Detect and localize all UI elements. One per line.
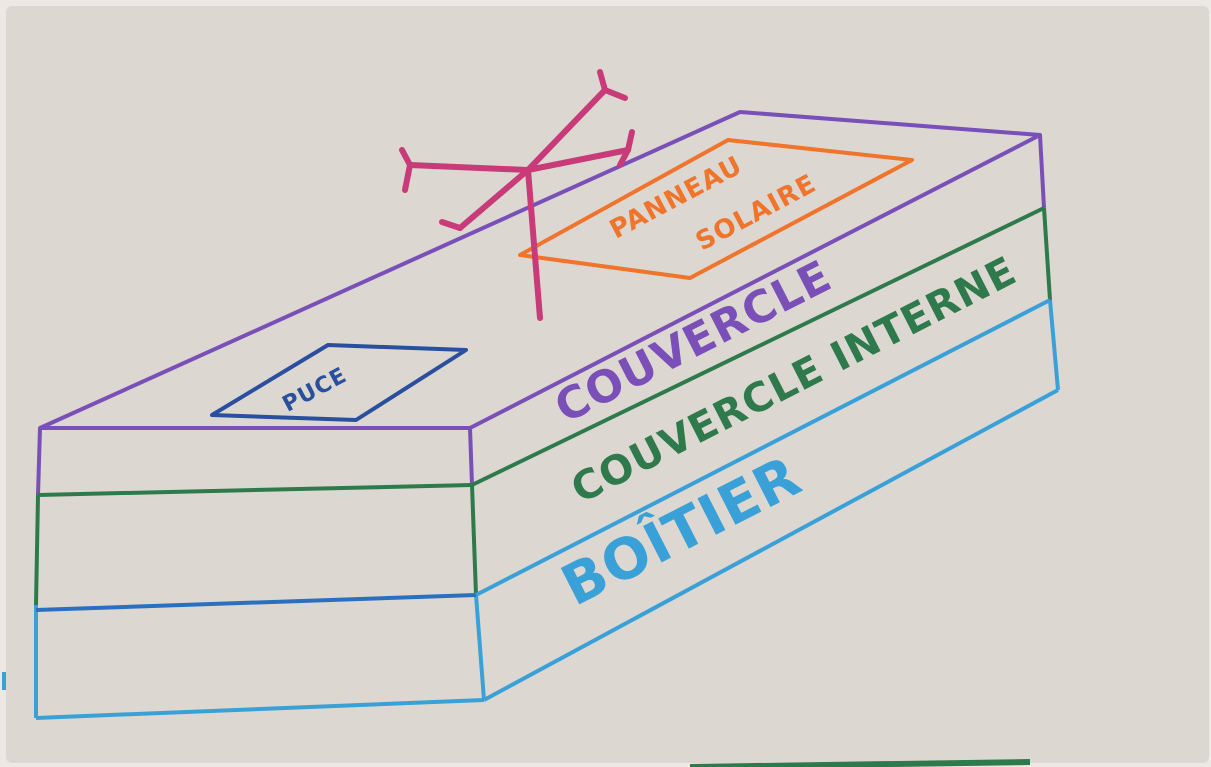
paper-sheet xyxy=(6,6,1209,763)
front-left-edge-mid xyxy=(34,494,40,606)
antenna-icon xyxy=(399,69,635,321)
front-line-boitier-bottom xyxy=(35,698,485,720)
front-line-couvercle-bottom xyxy=(37,483,473,497)
side-line-couvercle-bottom xyxy=(471,206,1045,487)
side-line-interne-bottom xyxy=(475,298,1051,597)
front-right-edge xyxy=(468,427,474,486)
front-left-edge xyxy=(36,427,42,496)
puce-outline xyxy=(210,343,468,422)
front-right-edge-mid xyxy=(470,484,478,596)
marker-fragment xyxy=(689,759,1031,767)
panneau-solaire-outline xyxy=(518,138,914,280)
front-line-interne-bottom xyxy=(35,593,477,612)
front-right-edge-low xyxy=(474,594,486,701)
side-back-edge xyxy=(1038,134,1046,209)
side-back-edge-low xyxy=(1048,299,1060,391)
side-line-boitier-bottom xyxy=(483,388,1059,702)
side-back-edge-mid xyxy=(1042,207,1052,301)
